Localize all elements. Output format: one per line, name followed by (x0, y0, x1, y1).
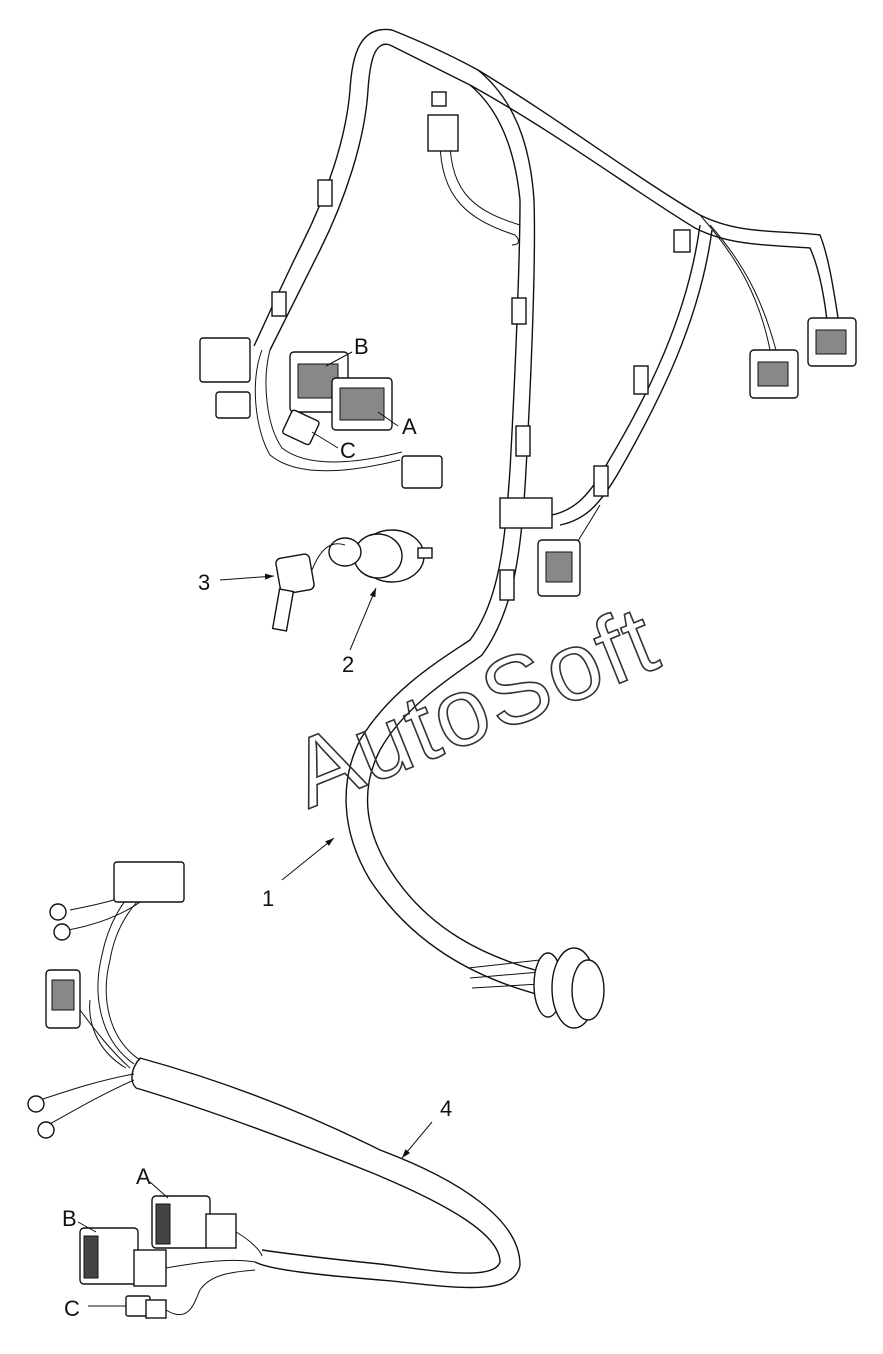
harness-connector-a-top (331, 377, 393, 431)
callout-labels: 3 2 1 4 B A C A B C (62, 334, 452, 1321)
ring-terminal (27, 1095, 45, 1113)
harness4-connector-b (79, 1227, 256, 1287)
harness-4 (27, 861, 521, 1319)
harness-connector-right-upper (807, 317, 857, 367)
callout-3: 3 (198, 570, 210, 595)
harness-1 (199, 28, 857, 1029)
harness-bulkhead-connector (467, 947, 605, 1029)
harness-connector-cluster-left (199, 337, 251, 419)
harness-connector-small (401, 455, 443, 489)
callout-1: 1 (262, 886, 274, 911)
ignition-switch (328, 529, 433, 583)
harness4-connector-c (125, 1269, 256, 1319)
callout-4: 4 (440, 1096, 452, 1121)
ignition-key (271, 543, 346, 632)
callout-top-a: A (402, 414, 417, 439)
harness-connector-mid (499, 497, 581, 597)
callout-bottom-c: C (64, 1296, 80, 1321)
leader-lines (77, 351, 433, 1307)
harness-connector-right-lower (749, 349, 799, 399)
ring-terminal (49, 903, 67, 921)
callout-top-b: B (354, 334, 369, 359)
callout-bottom-b: B (62, 1206, 77, 1231)
ring-terminal (37, 1121, 55, 1139)
harness4-box-connector (113, 861, 185, 903)
callout-2: 2 (342, 652, 354, 677)
ring-terminal (53, 923, 71, 941)
watermark-text: AutoSoft (276, 585, 672, 828)
harness-connector-c-top (282, 409, 320, 446)
callout-bottom-a: A (136, 1164, 151, 1189)
harness-connector-top (427, 114, 459, 152)
harness4-connector-a (151, 1195, 263, 1257)
callout-top-c: C (340, 438, 356, 463)
